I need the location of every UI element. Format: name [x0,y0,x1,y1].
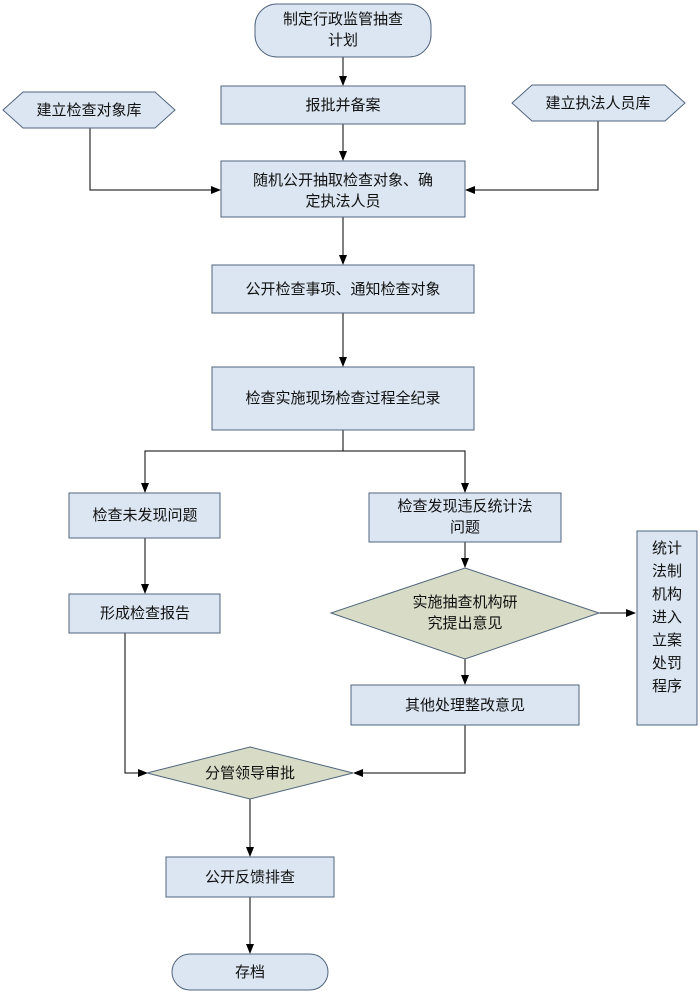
legal-label-line6: 处罚 [652,654,682,672]
inspect-label: 检查实施现场检查过程全纪录 [245,389,440,407]
approve-node: 报批并备案 [220,85,466,125]
legal-label-line2: 法制 [652,562,682,580]
archive-label: 存档 [235,963,265,981]
arrow-inspect-to-noissue [141,430,344,493]
target-library-node: 建立检查对象库 [2,91,176,129]
report-node: 形成检查报告 [68,593,221,634]
other-handling-label: 其他处理整改意见 [405,696,525,714]
start-node: 制定行政监管抽查 计划 [254,3,432,58]
random-draw-node: 随机公开抽取检查对象、确 定执法人员 [220,160,466,218]
violation-label-line1: 检查发现违反统计法 [397,497,532,515]
legal-label-line3: 机构 [652,585,682,603]
other-handling-node: 其他处理整改意见 [350,684,580,726]
arrow-staff-to-draw [465,121,599,194]
legal-label-line4: 进入 [652,608,682,626]
target-library-label: 建立检查对象库 [36,101,141,119]
approve-label: 报批并备案 [305,96,380,114]
archive-node: 存档 [171,953,329,991]
arrow-other-to-review [353,725,466,777]
connectors [89,57,636,954]
notify-label: 公开检查事项、通知检查对象 [245,280,440,298]
arrow-inspect-to-violation [343,450,469,493]
feedback-node: 公开反馈排查 [165,856,335,898]
review-label: 分管领导审批 [205,764,295,782]
start-label-line1: 制定行政监管抽查 [283,10,403,28]
review-decision-node: 分管领导审批 [146,746,354,800]
legal-label-line7: 程序 [652,677,682,695]
staff-library-label: 建立执法人员库 [545,94,650,112]
research-label-line1: 实施抽查机构研 [412,593,517,611]
legal-label-line1: 统计 [652,539,682,557]
start-label-line2: 计划 [328,31,358,49]
legal-label-line5: 立案 [652,631,682,649]
staff-library-node: 建立执法人员库 [511,84,686,122]
no-issue-node: 检查未发现问题 [68,492,221,539]
arrow-targets-to-draw [89,128,221,194]
random-draw-label-line1: 随机公开抽取检查对象、确 [253,171,433,189]
research-label-line2: 究提出意见 [427,614,502,632]
violation-node: 检查发现违反统计法 问题 [368,492,562,543]
arrow-report-to-review [124,633,148,777]
report-label: 形成检查报告 [100,604,190,622]
random-draw-label-line2: 定执法人员 [305,192,380,210]
research-decision-node: 实施抽查机构研 究提出意见 [329,567,601,660]
feedback-label: 公开反馈排查 [205,868,295,886]
notify-node: 公开检查事项、通知检查对象 [211,264,475,314]
legal-node: 统计 法制 机构 进入 立案 处罚 程序 [636,530,698,726]
inspect-node: 检查实施现场检查过程全纪录 [211,366,475,431]
no-issue-label: 检查未发现问题 [92,506,197,524]
violation-label-line2: 问题 [450,518,480,536]
